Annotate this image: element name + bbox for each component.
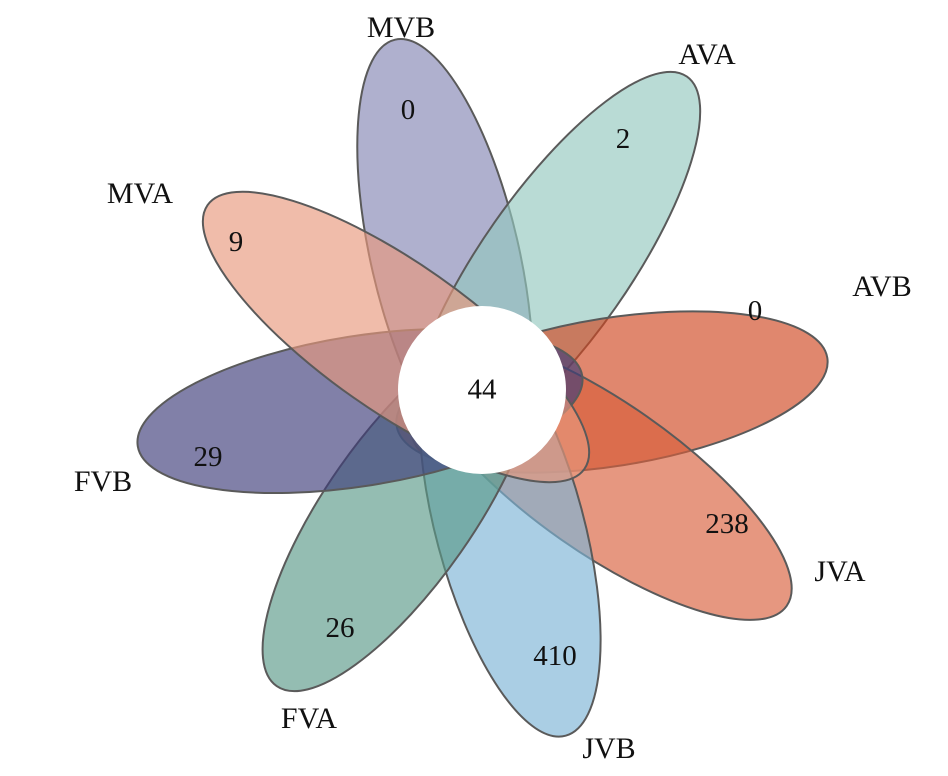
unique-count-avb: 0 [748, 295, 763, 327]
set-label-mvb: MVB [367, 11, 435, 44]
unique-count-jva: 238 [705, 508, 749, 540]
unique-count-fva: 26 [326, 612, 355, 644]
unique-count-fvb: 29 [194, 441, 223, 473]
unique-counts: 0 2 0 238 410 26 29 9 [194, 94, 763, 672]
unique-count-mva: 9 [229, 226, 244, 258]
set-label-jva: JVA [814, 555, 865, 588]
set-labels: MVB AVA AVB JVA JVB FVA FVB MVA [74, 11, 912, 765]
set-label-fvb: FVB [74, 465, 132, 498]
unique-count-mvb: 0 [401, 94, 416, 126]
set-label-fva: FVA [281, 702, 337, 735]
set-label-ava: AVA [678, 38, 736, 71]
shared-center [398, 306, 566, 474]
set-label-mva: MVA [107, 177, 173, 210]
unique-count-jvb: 410 [533, 640, 577, 672]
shared-count: 44 [468, 374, 498, 406]
unique-count-ava: 2 [616, 123, 631, 155]
set-label-avb: AVB [852, 270, 911, 303]
set-label-jvb: JVB [582, 732, 635, 765]
